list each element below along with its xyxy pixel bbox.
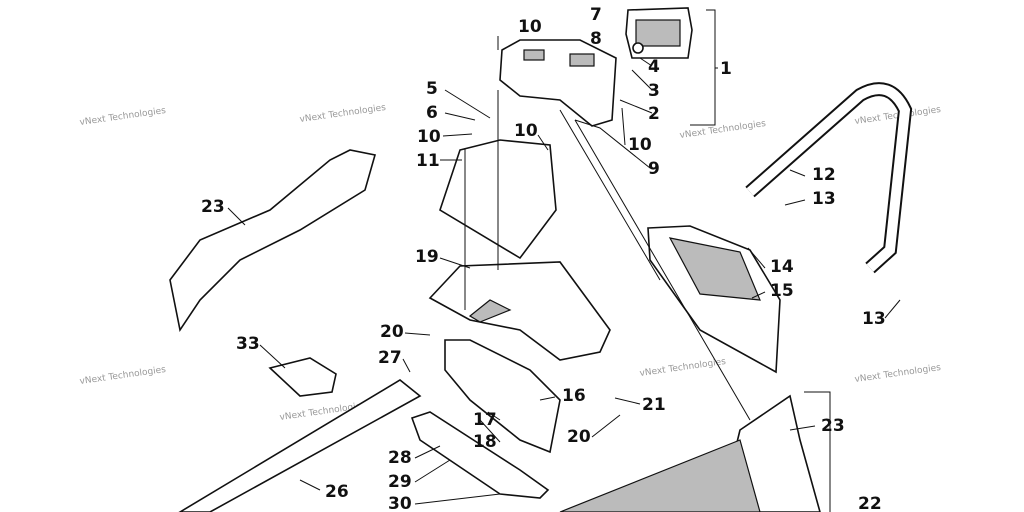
taillight-housing	[499, 39, 617, 127]
callout-14: 14	[770, 257, 794, 277]
callout-19: 19	[415, 247, 439, 267]
callout-7: 7	[590, 5, 602, 25]
side-panel-right	[647, 225, 781, 374]
grab-bar	[745, 82, 913, 274]
watermark: vNext Technologies	[679, 119, 767, 141]
callout-16: 16	[562, 386, 586, 406]
callout-11: 11	[416, 151, 440, 171]
rail	[178, 379, 422, 512]
callout-4: 4	[648, 57, 660, 77]
callout-10: 10	[417, 127, 441, 147]
callout-9: 9	[648, 159, 660, 179]
watermark: vNext Technologies	[79, 365, 167, 387]
callout-15: 15	[770, 281, 794, 301]
callout-6: 6	[426, 103, 438, 123]
callout-26: 26	[325, 482, 349, 502]
watermark: vNext Technologies	[299, 103, 387, 125]
leader-lines	[227, 9, 901, 512]
callout-8: 8	[590, 29, 602, 49]
side-panel-lower-right	[559, 394, 821, 512]
snow-flap	[444, 339, 561, 454]
callout-3: 3	[648, 81, 660, 101]
taillight	[625, 7, 693, 59]
callout-13: 13	[862, 309, 886, 329]
callout-28: 28	[388, 448, 412, 468]
callout-20: 20	[567, 427, 591, 447]
side-panel-left	[169, 149, 377, 333]
callout-10: 10	[628, 135, 652, 155]
callout-30: 30	[388, 494, 412, 512]
callout-13: 13	[812, 189, 836, 209]
callout-12: 12	[812, 165, 836, 185]
callout-23: 23	[201, 197, 225, 217]
callout-10: 10	[518, 17, 542, 37]
callout-10: 10	[514, 121, 538, 141]
callout-22: 22	[858, 494, 882, 512]
callout-5: 5	[426, 79, 438, 99]
callout-18: 18	[473, 432, 497, 452]
callout-1: 1	[720, 59, 732, 79]
callouts: 1 2 3 4 5 6 7 8 9 10 10 10 10 11 12 13 1…	[201, 5, 886, 512]
callout-33: 33	[236, 334, 260, 354]
watermark: vNext Technologies	[79, 106, 167, 128]
callout-29: 29	[388, 472, 412, 492]
pad	[268, 357, 337, 397]
callout-27: 27	[378, 348, 402, 368]
callout-17: 17	[473, 410, 497, 430]
callout-23: 23	[821, 416, 845, 436]
callout-2: 2	[648, 104, 660, 124]
rear-panel	[428, 261, 611, 361]
watermark: vNext Technologies	[639, 357, 727, 379]
callout-21: 21	[642, 395, 666, 415]
callout-20: 20	[380, 322, 404, 342]
watermark: vNext Technologies	[854, 363, 942, 385]
